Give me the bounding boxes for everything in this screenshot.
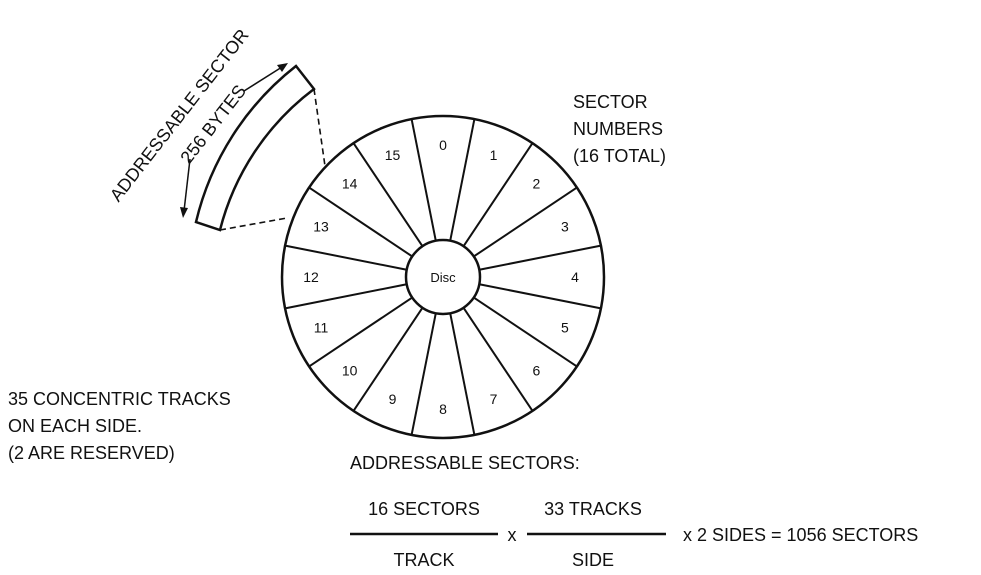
arrowhead-down-left [180,207,188,218]
formula-result: x 2 SIDES = 1056 SECTORS [683,525,918,545]
sector-divider [473,186,578,258]
sector-label-line1: SECTOR [573,92,648,112]
sector-divider [410,118,437,241]
connector-line-top [313,88,326,167]
formula-numerator-2: 33 TRACKS [544,499,642,519]
sector-divider [479,283,602,310]
sector-number-12: 12 [303,269,319,285]
sector-number-15: 15 [385,147,401,163]
disc-center-label: Disc [430,270,456,285]
sector-number-10: 10 [342,362,358,378]
sector-number-14: 14 [342,176,358,192]
sector-number-3: 3 [561,218,569,234]
formula-denominator-1: TRACK [393,550,454,570]
formula-heading: ADDRESSABLE SECTORS: [350,453,580,473]
sector-divider [479,244,602,271]
tracks-note-line1: 35 CONCENTRIC TRACKS [8,389,231,409]
arrowhead-up-right [277,63,288,72]
sector-dividers [284,118,602,436]
sector-label-line2: NUMBERS [573,119,663,139]
sector-label-line3: (16 TOTAL) [573,146,666,166]
sector-number-8: 8 [439,401,447,417]
sector-number-11: 11 [314,320,329,336]
sector-number-7: 7 [490,391,498,407]
formula-denominator-2: SIDE [572,550,614,570]
connector-line-bottom [219,217,288,231]
sector-divider [308,296,413,368]
sector-divider [308,186,413,258]
disc-hub [404,238,482,316]
sector-divider [410,313,437,436]
arrow-up-right [243,66,283,92]
tracks-note-line3: (2 ARE RESERVED) [8,443,175,463]
tracks-note-line2: ON EACH SIDE. [8,416,142,436]
sector-number-4: 4 [571,269,579,285]
sector-divider [462,307,534,412]
sector-number-2: 2 [532,176,540,192]
sector-number-13: 13 [313,218,329,234]
sector-divider [449,118,476,241]
exploded-sector [194,64,316,232]
sector-divider [473,296,578,368]
arrow-down-left [183,158,191,212]
sector-divider [284,283,407,310]
sector-number-0: 0 [439,137,447,153]
sector-number-6: 6 [532,362,540,378]
sector-divider [462,142,534,247]
formula-times: x [508,525,517,545]
sector-number-9: 9 [389,391,397,407]
sector-divider [284,244,407,271]
sector-number-1: 1 [490,147,498,163]
formula-numerator-1: 16 SECTORS [368,499,480,519]
disc-outer-circle [280,114,606,440]
sector-divider [352,142,424,247]
sector-number-5: 5 [561,320,569,336]
sector-divider [449,313,476,436]
sector-divider [352,307,424,412]
